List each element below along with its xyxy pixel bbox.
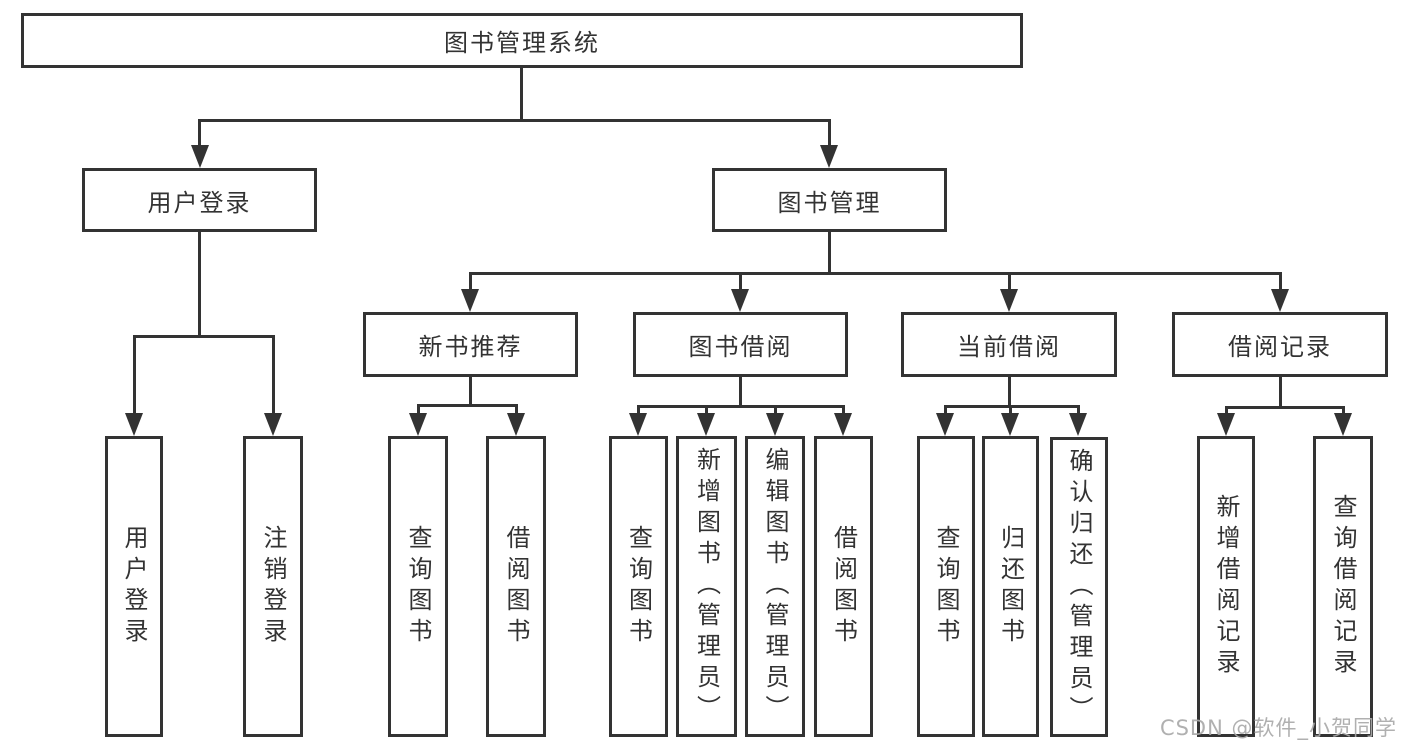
leaf-query-borrow-record: 查询借阅记录 xyxy=(1313,436,1373,737)
connector-line xyxy=(469,272,1282,275)
arrow-down-icon xyxy=(697,413,715,436)
node-label: 用户登录 xyxy=(147,188,252,217)
arrow-down-icon xyxy=(461,289,479,312)
connector-line xyxy=(944,405,947,416)
connector-line xyxy=(515,404,518,416)
leaf-add-books-admin: 新增图书（管理员） xyxy=(676,436,737,737)
leaf-query-books-current: 查询图书 xyxy=(917,436,975,737)
arrow-down-icon xyxy=(1069,413,1087,436)
connector-line xyxy=(1008,377,1011,408)
leaf-label: 查询图书 xyxy=(404,524,432,649)
connector-line xyxy=(133,335,136,417)
node-label: 当前借阅 xyxy=(957,333,1061,361)
connector-line xyxy=(774,405,777,416)
arrow-down-icon xyxy=(409,413,427,436)
arrow-down-icon xyxy=(191,145,209,168)
connector-line xyxy=(1009,405,1012,416)
connector-line xyxy=(705,405,708,416)
connector-line xyxy=(520,68,523,122)
node-book-borrowing: 图书借阅 xyxy=(633,312,848,377)
leaf-label: 新增图书（管理员） xyxy=(692,447,721,726)
leaf-borrow-books-borrowing: 借阅图书 xyxy=(814,436,873,737)
node-book-management: 图书管理 xyxy=(712,168,947,232)
node-label: 图书管理系统 xyxy=(444,29,600,57)
leaf-label: 确认归还（管理员） xyxy=(1065,447,1093,727)
connector-line xyxy=(1225,406,1345,409)
connector-line xyxy=(637,405,845,408)
connector-line xyxy=(469,272,472,294)
node-label: 新书推荐 xyxy=(418,333,523,361)
leaf-label: 用户登录 xyxy=(120,524,148,649)
connector-line xyxy=(198,232,201,338)
leaf-logout: 注销登录 xyxy=(243,436,303,737)
arrow-down-icon xyxy=(1000,289,1018,312)
arrow-down-icon xyxy=(1334,413,1352,436)
node-label: 图书借阅 xyxy=(688,333,793,361)
arrow-down-icon xyxy=(125,413,143,436)
node-label: 借阅记录 xyxy=(1228,333,1332,361)
leaf-label: 注销登录 xyxy=(259,524,287,649)
node-current-borrowing: 当前借阅 xyxy=(901,312,1117,377)
node-user-login: 用户登录 xyxy=(82,168,317,232)
connector-line xyxy=(842,405,845,416)
leaf-user-login: 用户登录 xyxy=(105,436,163,737)
connector-line xyxy=(199,119,831,122)
connector-line xyxy=(1279,272,1282,294)
connector-line xyxy=(637,405,640,416)
connector-line xyxy=(198,119,201,149)
connector-line xyxy=(739,272,742,294)
connector-line xyxy=(417,404,518,407)
leaf-return-books: 归还图书 xyxy=(982,436,1039,737)
node-label: 图书管理 xyxy=(777,188,882,217)
arrow-down-icon xyxy=(820,145,838,168)
leaf-label: 归还图书 xyxy=(996,524,1025,649)
arrow-down-icon xyxy=(936,413,954,436)
arrow-down-icon xyxy=(1001,413,1019,436)
node-book-management-system: 图书管理系统 xyxy=(21,13,1023,68)
leaf-borrow-books-recommend: 借阅图书 xyxy=(486,436,546,737)
leaf-label: 查询图书 xyxy=(624,524,653,649)
arrow-down-icon xyxy=(731,289,749,312)
arrow-down-icon xyxy=(766,413,784,436)
arrow-down-icon xyxy=(834,413,852,436)
connector-line xyxy=(133,335,275,338)
arrow-down-icon xyxy=(1217,413,1235,436)
connector-line xyxy=(272,335,275,417)
connector-line xyxy=(417,404,420,416)
leaf-label: 借阅图书 xyxy=(502,524,530,649)
connector-line xyxy=(739,377,742,408)
leaf-label: 新增借阅记录 xyxy=(1212,493,1240,680)
leaf-label: 查询借阅记录 xyxy=(1329,493,1357,680)
connector-line xyxy=(944,405,1080,408)
connector-line xyxy=(828,232,831,275)
node-borrowing-records: 借阅记录 xyxy=(1172,312,1388,377)
connector-line xyxy=(1342,406,1345,416)
arrow-down-icon xyxy=(507,413,525,436)
connector-line xyxy=(1225,406,1228,416)
connector-line xyxy=(1008,272,1011,294)
leaf-query-books-recommend: 查询图书 xyxy=(388,436,448,737)
leaf-add-borrow-record: 新增借阅记录 xyxy=(1197,436,1255,737)
arrow-down-icon xyxy=(1271,289,1289,312)
leaf-query-books-borrowing: 查询图书 xyxy=(609,436,668,737)
arrow-down-icon xyxy=(264,413,282,436)
arrow-down-icon xyxy=(629,413,647,436)
connector-line xyxy=(469,377,472,407)
node-new-book-recommend: 新书推荐 xyxy=(363,312,578,377)
leaf-confirm-return-admin: 确认归还（管理员） xyxy=(1050,437,1108,737)
connector-line xyxy=(1077,405,1080,416)
leaf-label: 借阅图书 xyxy=(829,524,858,649)
leaf-label: 编辑图书（管理员） xyxy=(761,447,789,726)
connector-line xyxy=(828,119,831,149)
leaf-edit-books-admin: 编辑图书（管理员） xyxy=(745,436,805,737)
connector-line xyxy=(1279,377,1282,409)
csdn-watermark: CSDN @软件_小贺同学 xyxy=(1159,716,1397,740)
leaf-label: 查询图书 xyxy=(932,524,960,649)
